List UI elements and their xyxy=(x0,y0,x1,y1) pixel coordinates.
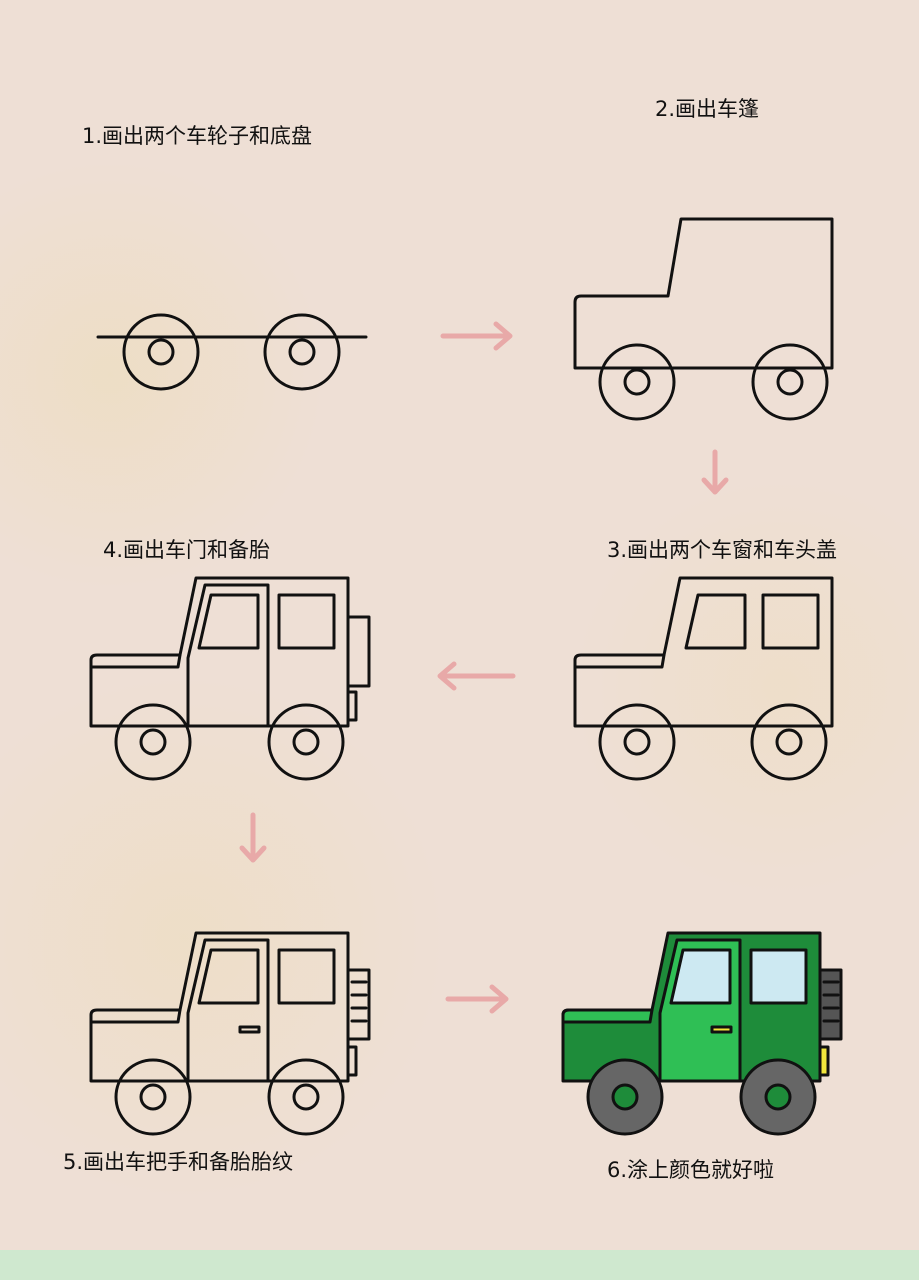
step-3-label: 3.画出两个车窗和车头盖 xyxy=(607,538,838,562)
arrow-left-icon xyxy=(437,661,516,691)
step-4-drawing xyxy=(89,576,371,781)
step-5-label: 5.画出车把手和备胎胎纹 xyxy=(63,1150,294,1174)
arrow-down-icon xyxy=(701,449,729,495)
tutorial-canvas xyxy=(0,0,919,1250)
step-4-label: 4.画出车门和备胎 xyxy=(103,538,271,562)
step-1-label: 1.画出两个车轮子和底盘 xyxy=(82,124,313,148)
step-2-drawing xyxy=(573,217,834,421)
step-6-label: 6.涂上颜色就好啦 xyxy=(607,1158,775,1182)
footer-strip xyxy=(0,1250,919,1280)
arrow-right-icon xyxy=(445,984,509,1014)
step-6-drawing xyxy=(561,931,843,1136)
step-1-drawing xyxy=(96,313,368,391)
step-2-label: 2.画出车篷 xyxy=(655,97,760,121)
step-5-drawing xyxy=(89,931,371,1136)
arrow-right-icon xyxy=(440,321,513,351)
step-3-drawing xyxy=(573,576,834,781)
drawing-steps xyxy=(89,217,843,1136)
arrow-down-icon xyxy=(239,812,267,863)
